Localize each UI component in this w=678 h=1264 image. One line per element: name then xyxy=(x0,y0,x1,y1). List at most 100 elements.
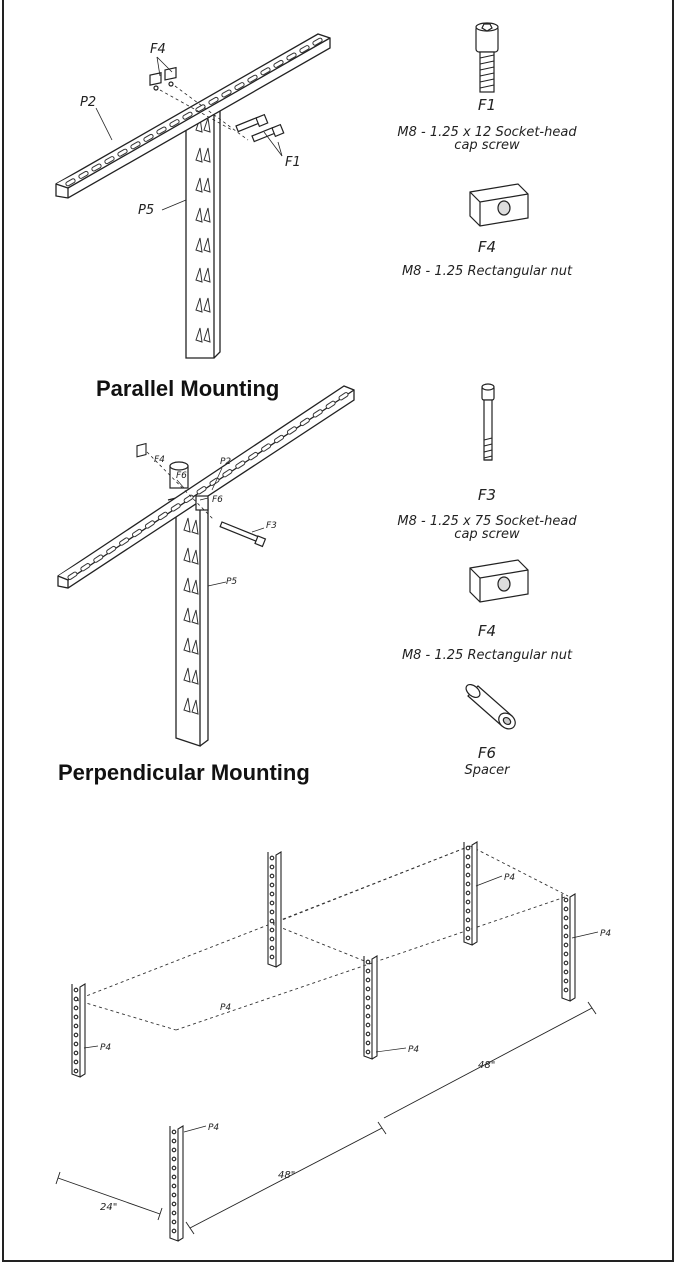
post-p4 xyxy=(169,1125,184,1242)
post-hole xyxy=(563,951,569,957)
upright-slots xyxy=(195,117,211,343)
angle-slot xyxy=(182,111,193,120)
post-hole xyxy=(171,1183,177,1189)
angle-slot xyxy=(248,451,259,461)
angle-slot xyxy=(221,89,232,98)
angle-slot xyxy=(222,469,233,478)
post-hole xyxy=(365,959,371,965)
angle-slot xyxy=(130,141,141,150)
post-hole xyxy=(171,1129,177,1135)
label-p5: P5 xyxy=(138,203,154,218)
post-hole xyxy=(365,1022,371,1028)
post-hole xyxy=(465,863,471,869)
screws-f1 xyxy=(235,113,285,143)
post-hole xyxy=(73,1014,79,1020)
post-hole xyxy=(73,1059,79,1065)
perpendicular-mounting-heading: Perpendicular Mounting xyxy=(58,760,310,785)
label-p4-b: P4 xyxy=(208,1123,219,1133)
angle-slot xyxy=(78,170,89,179)
angle-slot xyxy=(143,133,154,142)
post-hole xyxy=(171,1156,177,1162)
label-f4: F4 xyxy=(154,455,165,465)
angle-slot xyxy=(312,409,323,418)
post-hole xyxy=(563,915,569,921)
post-hole xyxy=(171,1138,177,1144)
post-hole xyxy=(465,899,471,905)
post-hole xyxy=(465,908,471,914)
post-hole xyxy=(171,1228,177,1234)
angle-slot xyxy=(273,59,284,68)
dim-depth: 24" xyxy=(100,1202,117,1213)
socket-screw-f1-icon xyxy=(475,22,499,93)
angle-slot xyxy=(117,148,128,157)
post-hole xyxy=(73,1023,79,1029)
post-hole xyxy=(171,1192,177,1198)
spacer-f6-icon xyxy=(465,683,516,730)
angle-slot xyxy=(144,520,155,529)
post-hole xyxy=(563,933,569,939)
angle-slot xyxy=(312,37,323,46)
angle-slot xyxy=(156,126,167,135)
hw-f6-code: F6 xyxy=(477,744,497,762)
nuts-f4 xyxy=(149,66,177,91)
post-hole xyxy=(73,1068,79,1074)
label-p4-e: P4 xyxy=(504,873,515,883)
post-hole xyxy=(269,909,275,915)
angle-slot xyxy=(93,554,104,563)
hw-f4b-desc: M8 - 1.25 Rectangular nut xyxy=(401,648,573,663)
post-hole xyxy=(365,968,371,974)
angle-slot xyxy=(169,119,180,128)
post-hole xyxy=(365,986,371,992)
angle-slot xyxy=(286,52,297,61)
post-hole xyxy=(465,854,471,860)
post-hole xyxy=(465,881,471,887)
perpendicular-mounting-drawing: F4 F6 P2 F6 F3 P5 xyxy=(57,383,529,747)
label-p4-c: P4 xyxy=(220,1003,231,1013)
angle-slot xyxy=(299,45,310,54)
label-p2: P2 xyxy=(80,95,96,110)
post-hole xyxy=(269,855,275,861)
post-p4 xyxy=(561,893,576,1002)
post-hole xyxy=(365,1013,371,1019)
post-hole xyxy=(465,926,471,932)
post-hole xyxy=(269,918,275,924)
hw-f6-desc: Spacer xyxy=(464,763,510,778)
post-hole xyxy=(365,977,371,983)
post-hole xyxy=(269,900,275,906)
post-hole xyxy=(269,864,275,870)
post-hole xyxy=(563,897,569,903)
post-hole xyxy=(269,945,275,951)
socket-screw-f3-icon xyxy=(481,383,495,461)
angle-slot xyxy=(325,400,336,409)
post-hole xyxy=(365,1040,371,1046)
angle-slots xyxy=(65,37,323,187)
angle-slot xyxy=(157,511,168,521)
post-hole xyxy=(563,960,569,966)
angle-slot xyxy=(196,486,207,495)
label-f6-b: F6 xyxy=(212,495,223,505)
label-p2: P2 xyxy=(220,457,231,467)
post-hole xyxy=(563,987,569,993)
post-hole xyxy=(465,845,471,851)
label-p4-d: P4 xyxy=(408,1045,419,1055)
post-hole xyxy=(465,872,471,878)
post-hole xyxy=(171,1210,177,1216)
angle-slot xyxy=(234,82,245,91)
post-hole xyxy=(365,1049,371,1055)
post-hole xyxy=(365,1031,371,1037)
angle-slot xyxy=(67,571,78,580)
post-hole xyxy=(171,1174,177,1180)
angle-slot xyxy=(338,392,349,401)
hw-f4b-code: F4 xyxy=(477,622,497,640)
label-f4: F4 xyxy=(150,42,166,57)
post-hole xyxy=(269,936,275,942)
angle-slot xyxy=(299,417,310,427)
rectangular-nut-f4-icon xyxy=(469,183,529,227)
post-hole xyxy=(465,935,471,941)
angle-slot xyxy=(247,74,258,83)
hw-f3-desc-2: cap screw xyxy=(454,527,520,542)
angle-slot xyxy=(80,563,91,572)
post-hole xyxy=(563,924,569,930)
angle-slot xyxy=(286,426,297,435)
rectangular-nut-f4-icon xyxy=(469,559,529,603)
